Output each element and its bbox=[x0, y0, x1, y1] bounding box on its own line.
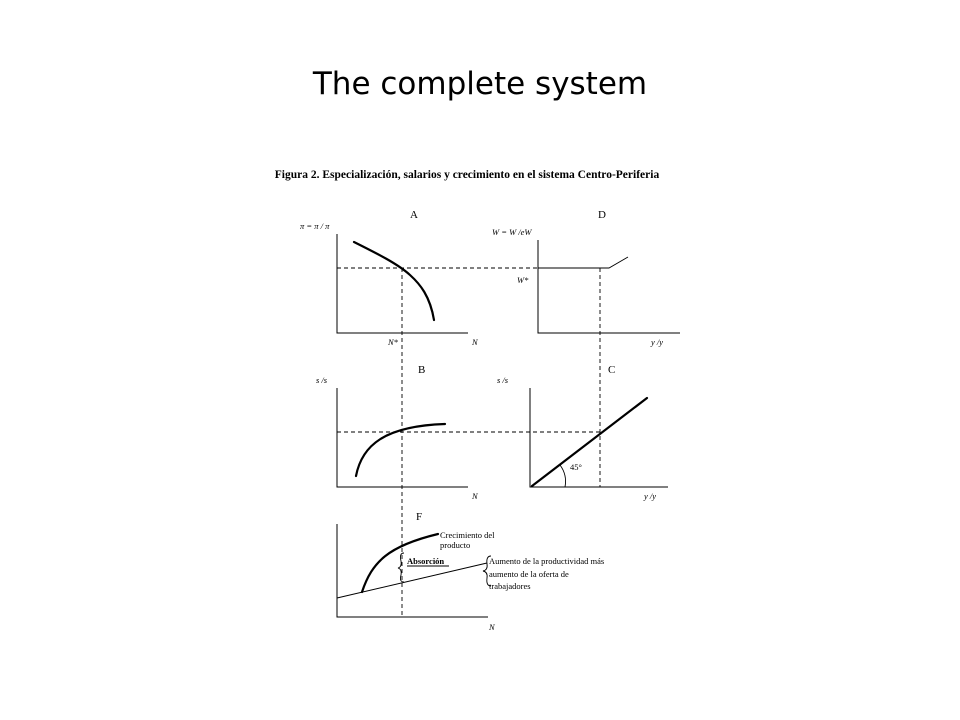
panel-f-supply-label-1: Aumento de la productividad más bbox=[489, 556, 604, 566]
panel-a-letter: A bbox=[410, 209, 418, 221]
panel-d-wage-line bbox=[538, 256, 629, 269]
panel-c: C s /s 45° y /y bbox=[497, 364, 668, 501]
panel-a: A π = π / π N* N bbox=[300, 209, 479, 347]
panel-f-absorption-label: Absorción bbox=[407, 556, 444, 566]
panel-c-letter: C bbox=[608, 364, 615, 376]
panel-d-x-label: y /y bbox=[650, 337, 663, 347]
panel-a-x-label: N bbox=[471, 337, 479, 347]
panel-f-x-label: N bbox=[488, 622, 496, 632]
panel-b-y-label: s /s bbox=[316, 375, 328, 385]
panel-a-x-mark: N* bbox=[387, 337, 399, 347]
figure-caption: Figura 2. Especialización, salarios y cr… bbox=[275, 169, 660, 181]
panel-f-growth-label-2: producto bbox=[440, 540, 470, 550]
panel-f: F Absorción Crecimiento del producto Aum… bbox=[336, 511, 604, 632]
panel-f-growth-label-1: Crecimiento del bbox=[440, 530, 495, 540]
panel-f-axes bbox=[336, 524, 488, 618]
panel-c-angle-arc bbox=[559, 464, 566, 488]
dashed-guides bbox=[337, 267, 601, 617]
panel-f-supply-brace bbox=[482, 555, 492, 587]
panel-c-x-label: y /y bbox=[643, 491, 656, 501]
panel-a-axes bbox=[336, 234, 468, 334]
panel-b-letter: B bbox=[418, 364, 425, 376]
panel-f-growth-curve bbox=[360, 532, 440, 594]
panel-d: D W = W /eW W* y /y bbox=[492, 209, 680, 347]
panel-b: B s /s N bbox=[316, 364, 479, 501]
panel-d-axes bbox=[537, 240, 680, 334]
panel-c-45-line bbox=[530, 396, 649, 488]
panel-f-supply-label-3: trabajadores bbox=[489, 581, 531, 591]
panel-b-x-label: N bbox=[471, 491, 479, 501]
panel-f-supply-label-2: aumento de la oferta de bbox=[489, 569, 569, 579]
panel-f-absorption-brace bbox=[397, 552, 405, 583]
panel-c-angle: 45° bbox=[570, 462, 582, 472]
slide-title: The complete system bbox=[312, 66, 648, 102]
panel-a-y-label: π = π / π bbox=[300, 221, 330, 231]
panel-c-y-label: s /s bbox=[497, 375, 509, 385]
panel-b-curve bbox=[354, 422, 447, 478]
panel-b-axes bbox=[336, 388, 468, 488]
panel-f-supply-line bbox=[336, 562, 488, 599]
panel-d-letter: D bbox=[598, 209, 606, 221]
panel-f-letter: F bbox=[416, 511, 422, 523]
panel-d-y-mark: W* bbox=[517, 275, 529, 285]
panel-a-curve bbox=[352, 240, 436, 322]
panel-d-y-label: W = W /eW bbox=[492, 227, 532, 237]
panel-c-axes bbox=[529, 388, 668, 488]
